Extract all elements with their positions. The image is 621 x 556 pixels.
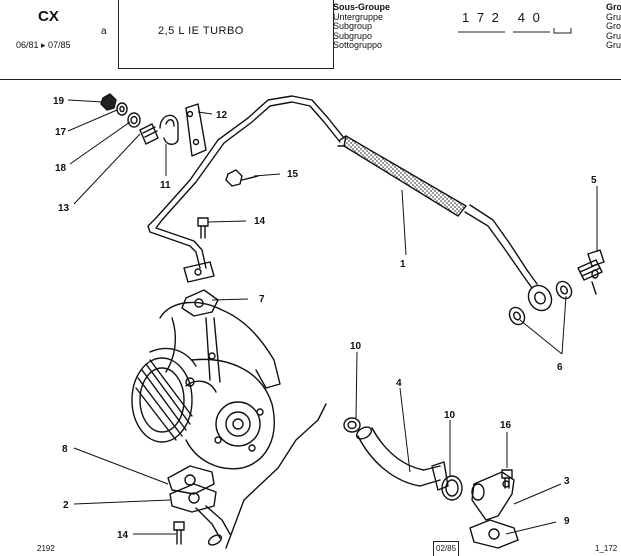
subgroup-code: 1 7 2 4 0 <box>462 10 542 25</box>
copper-washers <box>508 280 573 326</box>
pipe-clip <box>159 114 179 145</box>
group-label-fr: Gro <box>606 3 621 12</box>
code-underlines <box>458 28 572 34</box>
hose-clamps <box>343 417 463 501</box>
callout-19: 19 <box>53 96 65 107</box>
turbocharger <box>131 301 281 470</box>
subgroup-labels: Sous-Groupe Untergruppe Subgroup Subgrup… <box>333 2 391 51</box>
break-line <box>225 403 327 549</box>
callout-10-right: 10 <box>444 410 456 421</box>
header: CX 06/81 ▸ 07/85 a 2,5 L IE TURBO Sous-G… <box>0 0 621 80</box>
bolt-15 <box>225 169 259 187</box>
date-range: 06/81 ▸ 07/85 <box>16 40 71 50</box>
callout-11: 11 <box>160 180 171 191</box>
outlet-gasket <box>167 465 215 495</box>
callout-5: 5 <box>591 175 597 186</box>
union-screw <box>577 249 605 295</box>
subgroup-label-it: Sottogruppo <box>333 40 383 50</box>
oil-feed-pipe <box>147 95 538 289</box>
group-label-es: Gru <box>606 30 621 41</box>
pipe-bracket <box>185 103 207 157</box>
engine-box <box>118 0 334 69</box>
return-hose <box>355 426 449 491</box>
header-rule <box>0 79 621 80</box>
pipe-fittings <box>100 93 159 145</box>
edition-box: 02/85 <box>433 541 460 556</box>
pipe-flange <box>183 261 215 283</box>
model-code: CX <box>38 8 59 25</box>
callout-4: 4 <box>396 378 402 389</box>
callout-14-upper: 14 <box>254 216 266 227</box>
subgroup-label-fr: Sous-Groupe <box>333 2 391 12</box>
callout-2: 2 <box>63 500 69 511</box>
return-flange <box>169 483 231 546</box>
edition-date: 02/85 <box>436 544 457 553</box>
subgroup-label-de: Untergruppe <box>333 11 384 22</box>
callout-15: 15 <box>287 169 299 180</box>
callout-14-lower: 14 <box>117 530 129 541</box>
callout-12: 12 <box>216 110 228 121</box>
leader-lines <box>67 99 598 535</box>
bolt-16 <box>501 469 513 489</box>
elbow-union <box>471 471 515 521</box>
code-underline-3 <box>553 28 572 34</box>
engine-label: 2,5 L IE TURBO <box>158 25 244 37</box>
callout-13: 13 <box>58 203 70 214</box>
callout-10-left: 10 <box>350 341 362 352</box>
bolt-14-lower <box>173 521 185 545</box>
callout-17: 17 <box>55 127 67 138</box>
callout-1: 1 <box>400 259 406 270</box>
braided-hose <box>337 135 467 217</box>
callout-18: 18 <box>55 163 67 174</box>
subgroup-label-es: Subgrupo <box>333 30 373 41</box>
from-marker: a <box>101 26 107 37</box>
banjo-union <box>527 284 553 312</box>
callout-16: 16 <box>500 420 512 431</box>
group-labels: Gro Gru Gro Gru Gru <box>606 3 621 51</box>
group-label-it: Gru <box>606 40 621 50</box>
page-reference: 2192 <box>37 544 55 553</box>
group-label-de: Gru <box>606 11 621 22</box>
callout-6: 6 <box>557 362 563 373</box>
bolt-14-upper <box>197 217 209 239</box>
group-label-en: Gro <box>606 21 621 31</box>
callout-7: 7 <box>259 294 265 305</box>
elbow-gasket <box>469 519 519 549</box>
callout-3: 3 <box>564 476 570 487</box>
sheet-reference: 1_172 <box>595 544 618 553</box>
callout-9: 9 <box>564 516 570 527</box>
callout-8: 8 <box>62 444 68 455</box>
subgroup-label-en: Subgroup <box>333 21 373 31</box>
